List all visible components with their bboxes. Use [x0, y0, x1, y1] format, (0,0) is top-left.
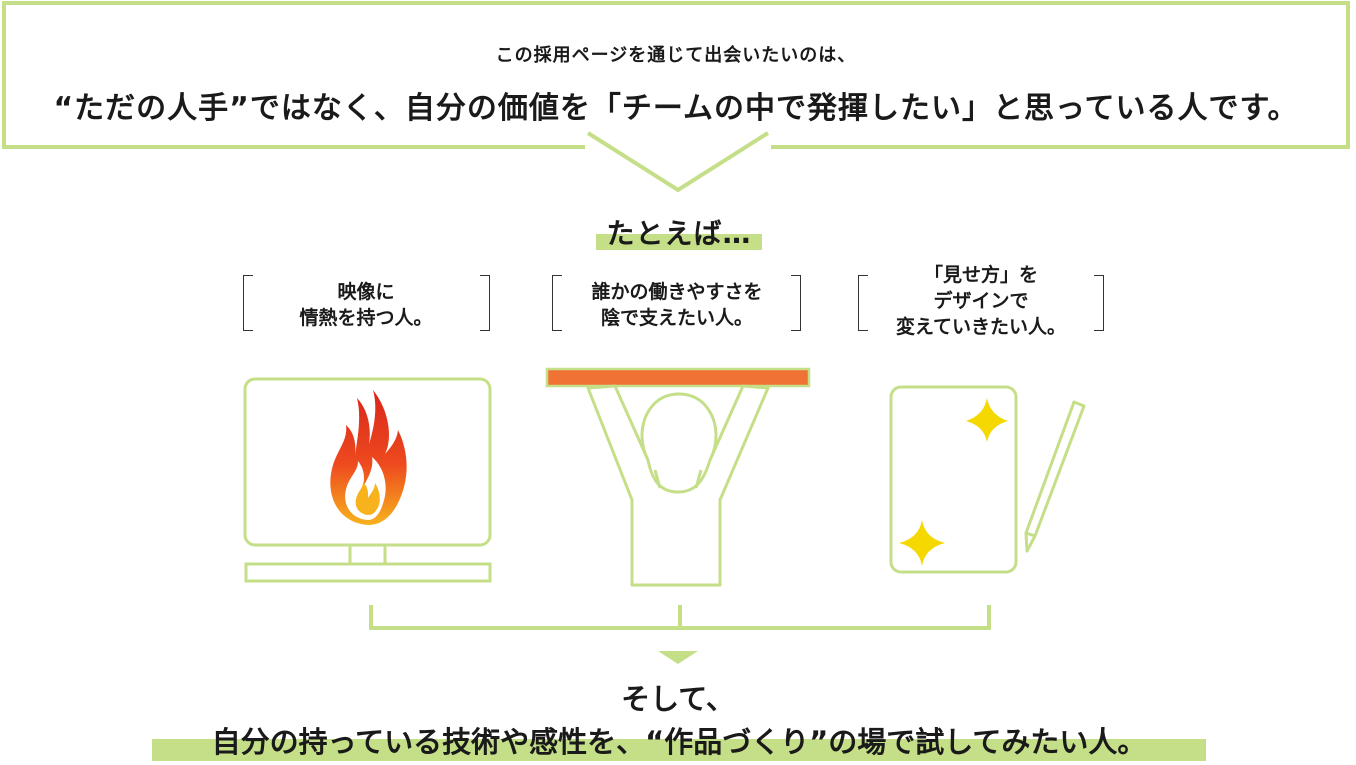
caption-3-line-2: デザインで	[933, 290, 1029, 312]
caption-2-bracket-right	[791, 275, 801, 331]
examples-heading-text: たとえば…	[606, 217, 752, 250]
caption-3-line-1: 「見せ方」を	[923, 264, 1038, 286]
connector-lines	[369, 605, 991, 630]
caption-3-bracket-left	[858, 275, 868, 331]
conclusion-line-2-wrap: 自分の持っている技術や感性を、“作品づくり”の場で試してみたい人。	[152, 717, 1206, 761]
caption-3-line-3: 変えていきたい人。	[895, 316, 1067, 338]
caption-1-bracket-right	[480, 275, 490, 331]
conclusion-line-1: そして、	[621, 682, 735, 716]
examples-heading: たとえば…	[596, 210, 762, 250]
down-triangle-icon	[658, 651, 698, 664]
chevron-down-icon	[585, 131, 771, 193]
intro-line-1: この採用ページを通じて出会いたいのは、	[495, 45, 857, 66]
caption-1-bracket-left	[243, 275, 253, 331]
caption-design: 「見せ方」を デザインで 変えていきたい人。	[870, 262, 1092, 340]
conclusion-highlight	[152, 739, 1206, 761]
person-lifting-board-icon	[545, 367, 811, 587]
conclusion-line-2: 自分の持っている技術や感性を、“作品づくり”の場で試してみたい人。	[211, 725, 1147, 759]
monitor-flame-icon	[243, 377, 492, 583]
caption-3-bracket-right	[1094, 275, 1104, 331]
caption-video-passion: 映像に 情熱を持つ人。	[256, 279, 476, 331]
caption-1-line-2: 情熱を持つ人。	[299, 307, 433, 329]
caption-1-line-1: 映像に	[337, 281, 395, 303]
caption-2-line-2: 陰で支えたい人。	[600, 307, 753, 329]
tablet-sparkle-pen-icon	[889, 385, 1086, 574]
caption-2-line-1: 誰かの働きやすさを	[591, 281, 763, 303]
heading-highlight	[596, 234, 762, 250]
intro-box: この採用ページを通じて出会いたいのは、 “ただの人手”ではなく、自分の価値を「チ…	[2, 1, 1350, 149]
caption-support: 誰かの働きやすさを 陰で支えたい人。	[566, 279, 788, 331]
intro-line-2: “ただの人手”ではなく、自分の価値を「チームの中で発揮したい」と思っている人です…	[53, 91, 1299, 126]
caption-2-bracket-left	[552, 275, 562, 331]
